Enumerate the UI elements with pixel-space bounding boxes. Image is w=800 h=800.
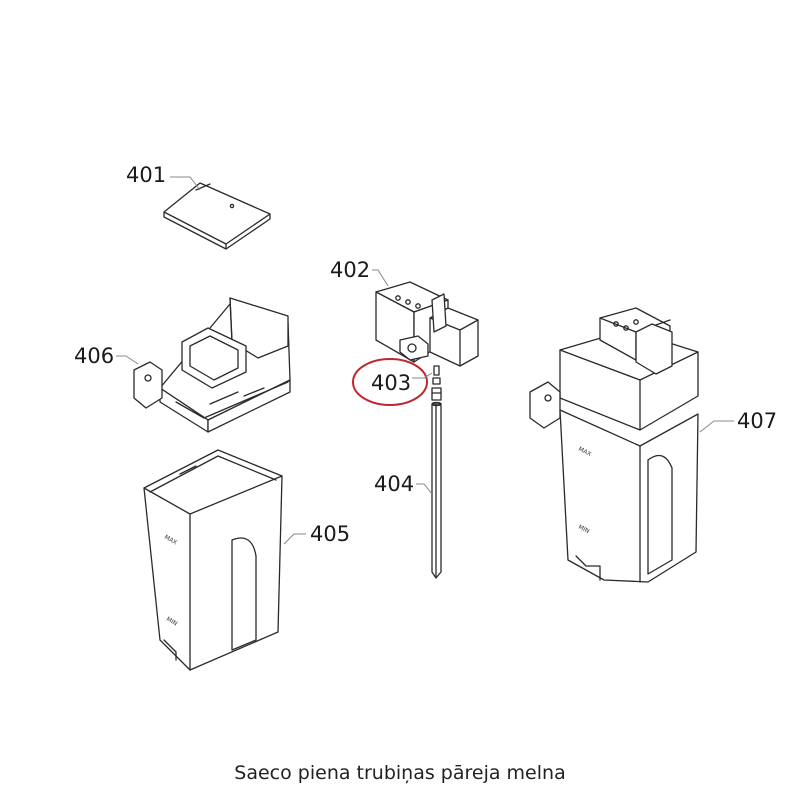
label-406: 406: [74, 344, 114, 368]
min-mark-405: MIN: [165, 616, 178, 628]
part-403-adapter: [431, 365, 442, 401]
label-402: 402: [330, 258, 370, 282]
part-405-milk-jug: MAX MIN: [143, 449, 283, 671]
part-401-lid: [163, 182, 271, 250]
label-404: 404: [374, 472, 414, 496]
part-402-milk-module: [375, 281, 479, 367]
part-406-top-unit: [133, 297, 291, 433]
label-405: 405: [310, 522, 350, 546]
caption: Saeco piena trubiņas pāreja melna: [234, 762, 566, 784]
highlight-circle-403: [352, 358, 428, 406]
part-407-assembled-carafe: MAX MIN: [529, 307, 699, 583]
label-403: 403: [371, 371, 411, 395]
part-404-milk-tube: [431, 401, 442, 579]
label-407: 407: [737, 409, 777, 433]
min-mark-407: MIN: [577, 524, 590, 536]
label-401: 401: [126, 163, 166, 187]
